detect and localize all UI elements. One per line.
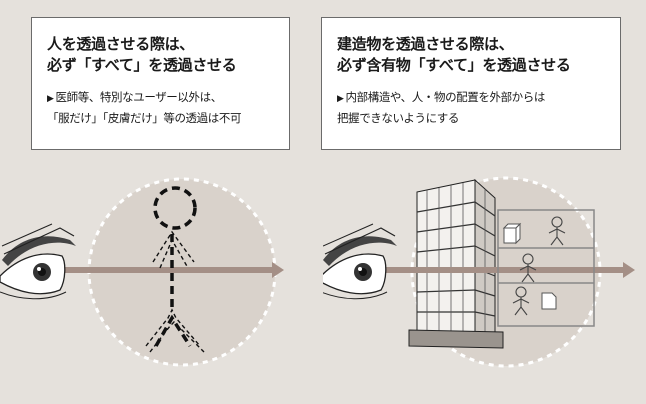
person-rule-note: ▶医師等、特別なユーザー以外は、 「服だけ」「皮膚だけ」等の透過は不可	[47, 88, 289, 128]
document-icon	[541, 292, 557, 310]
person-rule-card: 人を透過させる際は、 必ず「すべて」を透過させる ▶医師等、特別なユーザー以外は…	[31, 17, 290, 150]
person-rule-title: 人を透過させる際は、 必ず「すべて」を透過させる	[47, 34, 289, 76]
bullet-marker-icon: ▶	[47, 94, 54, 104]
building-rule-title-line2: 必ず含有物「すべて」を透過させる	[337, 56, 571, 74]
building-illustration	[323, 176, 635, 368]
person-illustration	[0, 177, 284, 367]
person-rule-title-line2: 必ず「すべて」を透過させる	[47, 56, 237, 74]
building-icon	[408, 178, 504, 349]
person-icon	[548, 216, 566, 246]
sight-arrow	[60, 262, 284, 278]
eye-icon	[323, 223, 397, 300]
eye-icon	[0, 223, 76, 300]
box-icon	[502, 222, 522, 245]
sight-arrow	[381, 262, 635, 278]
panel-building-transparency: 建造物を透過させる際は、 必ず含有物「すべて」を透過させる ▶内部構造や、人・物…	[321, 0, 646, 404]
building-interior	[497, 209, 595, 327]
building-rule-note-line2: 把握できないようにする	[337, 111, 459, 125]
bullet-marker-icon: ▶	[337, 94, 344, 104]
person-icon	[519, 253, 537, 283]
dashed-person-icon	[145, 186, 205, 353]
person-rule-title-line1: 人を透過させる際は、	[47, 35, 195, 53]
person-rule-note-line1: 医師等、特別なユーザー以外は、	[55, 90, 223, 104]
building-rule-note: ▶内部構造や、人・物の配置を外部からは 把握できないようにする	[337, 88, 620, 128]
building-rule-card: 建造物を透過させる際は、 必ず含有物「すべて」を透過させる ▶内部構造や、人・物…	[321, 17, 621, 150]
building-rule-title-line1: 建造物を透過させる際は、	[337, 35, 514, 53]
person-icon	[512, 286, 530, 316]
panel-person-transparency: 人を透過させる際は、 必ず「すべて」を透過させる ▶医師等、特別なユーザー以外は…	[0, 17, 290, 367]
building-rule-note-line1: 内部構造や、人・物の配置を外部からは	[345, 90, 546, 104]
building-rule-title: 建造物を透過させる際は、 必ず含有物「すべて」を透過させる	[337, 34, 620, 76]
person-rule-note-line2: 「服だけ」「皮膚だけ」等の透過は不可	[47, 111, 242, 125]
